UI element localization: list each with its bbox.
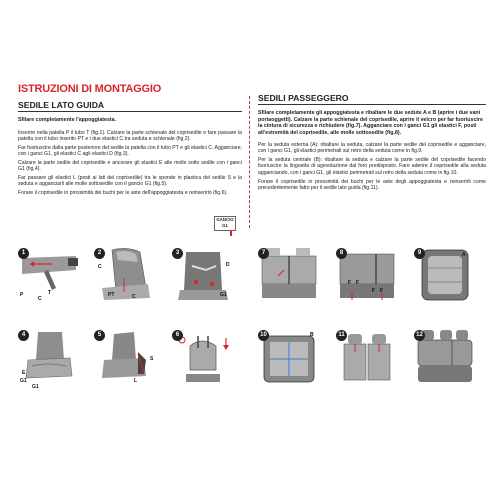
driver-step-1: Inserire nella patella P il tubo T (fig.… [18,129,242,142]
figure-4: 4 E G1 G1 [18,330,80,390]
figure-5-label-s: S [150,356,154,362]
figure-6: 6 [172,330,234,384]
figure-11-drawing [343,334,391,381]
figure-10-label-b: B [310,332,314,338]
figure-5-number: 5 [94,330,105,341]
figure-7-drawing [261,248,317,298]
figure-4-number: 4 [18,330,29,341]
figure-10: 10 B [258,330,320,384]
figure-4-label-e: E [22,370,26,376]
figure-2-drawing [102,248,150,300]
column-divider [249,96,250,228]
figure-5: 5 S L [94,330,156,384]
passenger-step-a: Per la seduta esterna (A): ribaltare la … [258,142,486,155]
figure-1: 1 P C T [18,248,80,302]
figure-3-label-d: D [226,262,230,268]
passenger-step-b: Per la seduta centrale (B): ribaltare la… [258,157,486,176]
figure-10-drawing [263,335,315,383]
section-title-passenger-seats: SEDILI PASSEGGERO [258,93,486,105]
driver-intro: Sfilare completamente l'appoggiatesta. [18,117,117,123]
figure-5-drawing [102,332,146,378]
figure-4-drawing [25,332,73,379]
driver-step-3: Calzare la parte sedile del coprisedile … [18,159,242,173]
hook-legend-code: G1 [222,222,228,228]
passenger-intro: Sfilare completamente gli appoggiatesta … [258,110,483,136]
figure-12-drawing [417,330,473,382]
figure-1-number: 1 [18,248,29,259]
figure-12-number: 12 [414,330,425,341]
driver-step-4: Far passare gli elastici L (posti ai lat… [18,175,242,188]
figure-8-label-f4: F [380,288,384,294]
figure-2-label-pt: PT [108,292,115,298]
figure-4-label-g1-b: G1 [32,384,39,390]
hook-legend-box: GANCIO G1 [214,216,236,231]
figure-10-number: 10 [258,330,269,341]
figure-7-number: 7 [258,248,269,259]
figure-11-number: 11 [336,330,347,341]
figure-9-number: 9 [414,248,425,259]
driver-step-5: Forare il coprisedile in prossimità dei … [18,190,228,197]
figure-8-drawing [339,253,395,300]
figure-1-label-c: C [38,296,42,302]
figure-1-label-p: P [20,292,24,298]
figure-2-label-c1: C [98,264,102,270]
figure-8-label-f2: F [356,280,360,286]
hook-legend-label: GANCIO [216,217,234,222]
figure-2: 2 C PT C [94,248,156,302]
figure-8-number: 8 [336,248,347,259]
figure-9-drawing [421,249,469,301]
hook-legend-marker [230,230,232,236]
figure-6-drawing [178,336,229,382]
figure-3-label-g1: G1 [220,292,227,298]
figure-2-number: 2 [94,248,105,259]
left-column: ISTRUZIONI DI MONTAGGIO SEDILE LATO GUID… [18,83,242,199]
figure-9-label-a: A [462,252,466,258]
figure-3-drawing [178,252,228,300]
figure-2-label-c2: C [132,294,136,300]
figure-1-label-t: T [48,290,52,296]
figure-12: 12 [414,330,476,384]
figure-3-number: 3 [172,248,183,259]
figure-1-drawing [18,248,80,302]
figure-7: 7 [258,248,320,302]
page-title: ISTRUZIONI DI MONTAGGIO [18,83,162,95]
figure-8-label-f3: F [372,288,376,294]
passenger-step-headrest: Forare il coprisedile in prossimità dei … [258,178,486,191]
figure-11: 11 [336,330,398,384]
figure-5-label-l: L [134,378,138,384]
figure-4-label-g1-a: G1 [20,378,27,384]
figure-8-label-f1: F [348,280,352,286]
section-title-driver-seat: SEDILE LATO GUIDA [18,100,242,112]
right-column: SEDILI PASSEGGERO Sfilare completamente … [258,93,486,194]
figure-9: 9 A [414,248,476,302]
figure-6-number: 6 [172,330,183,341]
figure-3: 3 D G1 [172,248,234,302]
figure-8: 8 F F F F [336,248,398,302]
driver-step-2: Far fuoriuscire dalla parte posteriore d… [18,144,242,157]
